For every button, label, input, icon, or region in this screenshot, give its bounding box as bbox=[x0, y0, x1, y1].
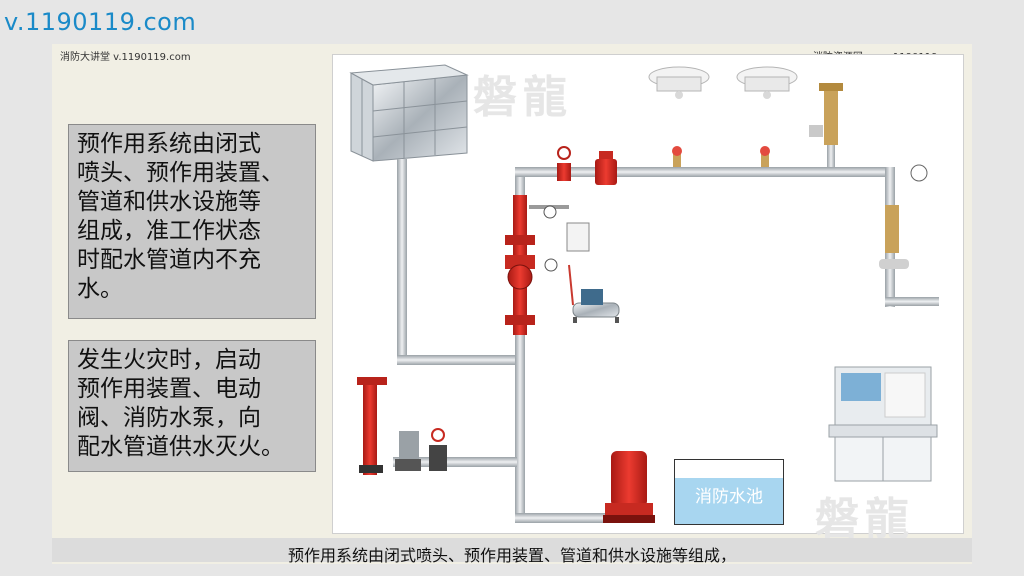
pump-suction-pipe bbox=[515, 513, 645, 523]
air-release-valve bbox=[809, 83, 843, 167]
smoke-detector-1 bbox=[648, 66, 710, 99]
closed-sprinkler-2 bbox=[760, 146, 770, 167]
water-tank bbox=[349, 64, 469, 162]
pressure-reducing-valve bbox=[395, 431, 421, 471]
header-control-valve bbox=[557, 146, 571, 181]
fire-pump bbox=[603, 451, 655, 523]
subtitle-text: 预作用系统由闭式喷头、预作用装置、管道和供水设施等组成， bbox=[287, 546, 736, 565]
end-test-device bbox=[879, 164, 928, 269]
valve-control-box bbox=[566, 222, 590, 252]
subtitle-bar: 预作用系统由闭式喷头、预作用装置、管道和供水设施等组成， bbox=[52, 538, 972, 565]
header-check-valve bbox=[595, 151, 617, 185]
watermark-bottom: 磐龍 bbox=[815, 494, 915, 545]
drain-outlet-pipe bbox=[885, 297, 939, 306]
slide-header-left: 消防大讲堂 v.1190119.com bbox=[60, 52, 191, 63]
pre-action-valve bbox=[505, 195, 569, 335]
smoke-detector-2 bbox=[736, 66, 798, 99]
fire-hydrant bbox=[357, 377, 387, 475]
air-compressor bbox=[572, 289, 620, 323]
tank-connection-pipe bbox=[397, 355, 517, 365]
diagram-drawing bbox=[349, 64, 939, 523]
main-riser-pipe bbox=[515, 167, 525, 519]
slide: 消防大讲堂 v.1190119.com 消防资源网 www.1190119.co… bbox=[52, 44, 972, 565]
gate-valve bbox=[429, 428, 447, 471]
site-url[interactable]: v.1190119.com bbox=[4, 8, 197, 36]
closed-sprinkler-1 bbox=[672, 146, 682, 167]
pool-water bbox=[675, 478, 783, 524]
distribution-pipe bbox=[515, 167, 891, 177]
description-box-1: 预作用系统由闭式 喷头、预作用装置、 管道和供水设施等 组成，准工作状态 时配水… bbox=[68, 124, 316, 319]
hydrant-branch-pipe bbox=[393, 457, 517, 467]
fire-water-pool: 消防水池 bbox=[674, 459, 784, 525]
pool-label: 消防水池 bbox=[695, 487, 763, 507]
tank-outlet-pipe bbox=[397, 159, 407, 359]
fire-alarm-controller bbox=[828, 366, 938, 482]
watermark-top: 磐龍 bbox=[473, 72, 573, 123]
system-diagram: 磐龍 磐龍 bbox=[332, 54, 964, 545]
description-box-2: 发生火灾时，启动 预作用装置、电动 阀、消防水泵，向 配水管道供水灭火。 bbox=[68, 340, 316, 472]
